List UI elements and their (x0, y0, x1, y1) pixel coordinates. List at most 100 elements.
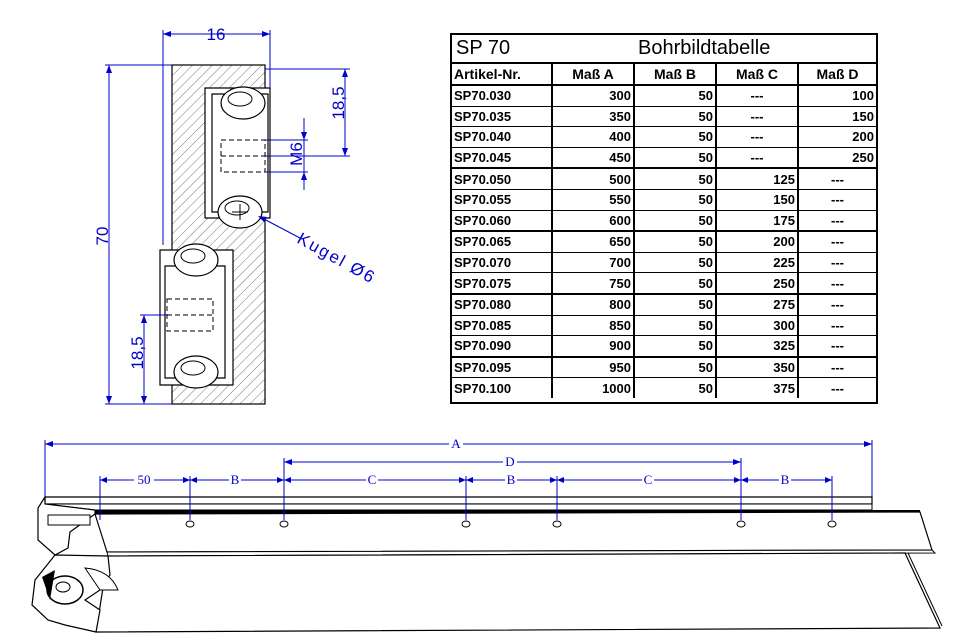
table-cell: --- (798, 252, 876, 274)
table-cell: SP70.045 (452, 147, 553, 170)
hole-4 (552, 520, 562, 528)
table-cell: SP70.080 (452, 293, 553, 316)
hole-6 (827, 520, 837, 528)
table-cell: SP70.040 (452, 126, 553, 148)
table-cell: SP70.070 (452, 252, 553, 274)
ball-label: Kugel Ø6 (294, 229, 379, 288)
table-cell: 50 (634, 126, 717, 148)
table-cell: --- (716, 106, 799, 128)
table-cell: --- (798, 356, 876, 379)
table-cell: 550 (552, 189, 635, 211)
table-cell: 700 (552, 252, 635, 274)
table-cell: 200 (798, 126, 876, 148)
table-cell: --- (798, 168, 876, 190)
rail-cross-section (159, 64, 271, 405)
table-cell: 50 (634, 293, 717, 316)
table-cell: --- (798, 293, 876, 316)
table-cell: 450 (552, 147, 635, 170)
table-cell: 500 (552, 168, 635, 190)
table-cell: SP70.055 (452, 189, 553, 211)
table-cell: 1000 (552, 377, 635, 398)
hole-5 (736, 520, 746, 528)
table-cell: SP70.065 (452, 231, 553, 253)
table-cell: 650 (552, 231, 635, 253)
rail-side-face (95, 552, 941, 633)
table-cell: 400 (552, 126, 635, 148)
table-cell: 175 (716, 210, 799, 233)
col-header: Maß B (634, 64, 717, 86)
table-header-row: Artikel-Nr. Maß A Maß B Maß C Maß D (452, 64, 876, 86)
table-cell: 350 (716, 356, 799, 379)
dim-c1-label: C (368, 472, 377, 487)
table-cell: SP70.060 (452, 210, 553, 233)
table-cell: 50 (634, 210, 717, 233)
hole-3 (461, 520, 471, 528)
table-cell: 50 (634, 377, 717, 398)
table-cell: 50 (634, 356, 717, 379)
table-cell: 50 (634, 106, 717, 128)
dim-c2-label: C (644, 472, 653, 487)
table-cell: 300 (716, 315, 799, 337)
table-cell: 300 (552, 85, 635, 107)
hole-2 (279, 520, 289, 528)
table-cell: 950 (552, 356, 635, 379)
dim-d-label: D (505, 454, 514, 469)
rail-top-surface (94, 511, 933, 553)
table-cell: --- (798, 189, 876, 211)
table-cell: 375 (716, 377, 799, 398)
table-cell: --- (716, 126, 799, 148)
rail-perspective (31, 494, 943, 633)
dim-top-18-5-label: 18,5 (329, 86, 348, 119)
table-cell: --- (831, 380, 844, 396)
table-cell: --- (716, 85, 799, 107)
table-cell: 850 (552, 315, 635, 337)
table-cell: SP70.050 (452, 168, 553, 190)
table-cell: 50 (634, 85, 717, 107)
table-cell: 100 (798, 85, 876, 107)
dimension-table: Artikel-Nr. Maß A Maß B Maß C Maß D SP70… (452, 64, 876, 398)
table-cell: 800 (552, 293, 635, 316)
table-cell: SP70.090 (452, 335, 553, 358)
table-cell: 750 (552, 272, 635, 295)
table-cell: SP70.030 (452, 85, 553, 107)
table-header: SP 70 Bohrbildtabelle (452, 35, 876, 64)
dim-bottom-18-5-label: 18,5 (128, 336, 147, 369)
table-cell: 50 (634, 252, 717, 274)
dim-50-label: 50 (138, 472, 151, 487)
table-cell: SP70.100 (452, 377, 553, 398)
col-header: Maß C (716, 64, 799, 86)
dim-16-label: 16 (207, 25, 226, 44)
table-cell: 50 (634, 168, 717, 190)
table-cell: 50 (634, 147, 717, 170)
table-cell: --- (716, 147, 799, 170)
section-dimensions (105, 30, 350, 405)
rail-end-profile-top (37, 494, 96, 556)
table-cell: --- (798, 335, 876, 358)
bohrbild-table: SP 70 Bohrbildtabelle Artikel-Nr. Maß A … (450, 33, 878, 404)
dim-b2-label: B (507, 472, 516, 487)
table-cell: --- (798, 315, 876, 337)
table-cell: 900 (552, 335, 635, 358)
table-cell: SP70.085 (452, 315, 553, 337)
table-cell: 50 (634, 335, 717, 358)
col-header: Maß A (552, 64, 635, 86)
mounting-holes (185, 520, 837, 528)
dim-b1-label: B (231, 472, 240, 487)
table-cell: 50 (634, 189, 717, 211)
table-cell: 150 (798, 106, 876, 128)
table-cell: 125 (716, 168, 799, 190)
table-subtitle: Bohrbildtabelle (638, 37, 771, 59)
